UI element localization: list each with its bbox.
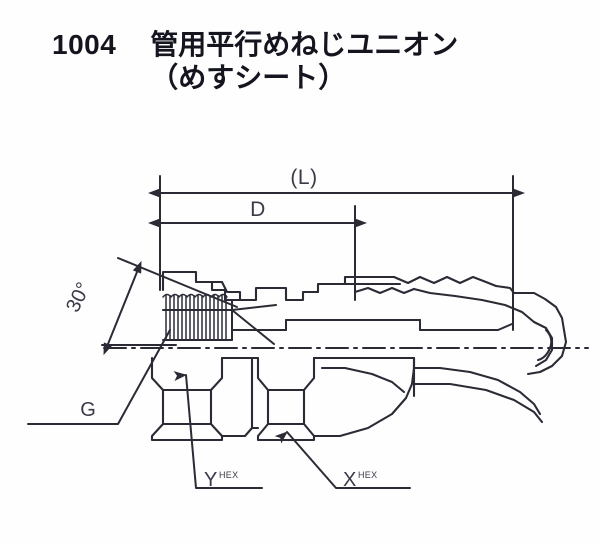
thread-callout-label-g: G: [80, 399, 96, 421]
dimension-extension-lines: [159, 175, 514, 331]
title-row: 1004 管用平行めねじユニオン （めすシート）: [0, 28, 600, 94]
internal-section-lines: [162, 299, 513, 345]
dimension-label-overall-length: (L): [290, 166, 317, 189]
part-name: 管用平行めねじユニオン （めすシート）: [150, 28, 458, 94]
part-number: 1004: [52, 29, 117, 60]
hex-label-y-superscript: HEX: [219, 470, 238, 480]
thread-hatch: [162, 293, 228, 340]
part-name-line1: 管用平行めねじユニオン: [150, 29, 459, 60]
part-name-line2: （めすシート）: [150, 62, 347, 94]
angle-label-30: 30°: [62, 279, 95, 316]
angle-indicator-30: [101, 257, 238, 356]
leader-lines: [27, 329, 411, 489]
fitting-lower-profile: [150, 320, 568, 442]
hex-label-y: Y HEX: [204, 469, 238, 491]
hex-label-x: X HEX: [343, 469, 377, 491]
hex-label-x-superscript: HEX: [358, 470, 377, 480]
hex-label-y-main: Y: [204, 469, 217, 491]
title-block: 1004 管用平行めねじユニオン （めすシート）: [0, 28, 600, 94]
dimension-label-d: D: [250, 198, 266, 221]
fitting-upper-profile: [161, 270, 566, 332]
hex-label-x-main: X: [343, 469, 356, 491]
